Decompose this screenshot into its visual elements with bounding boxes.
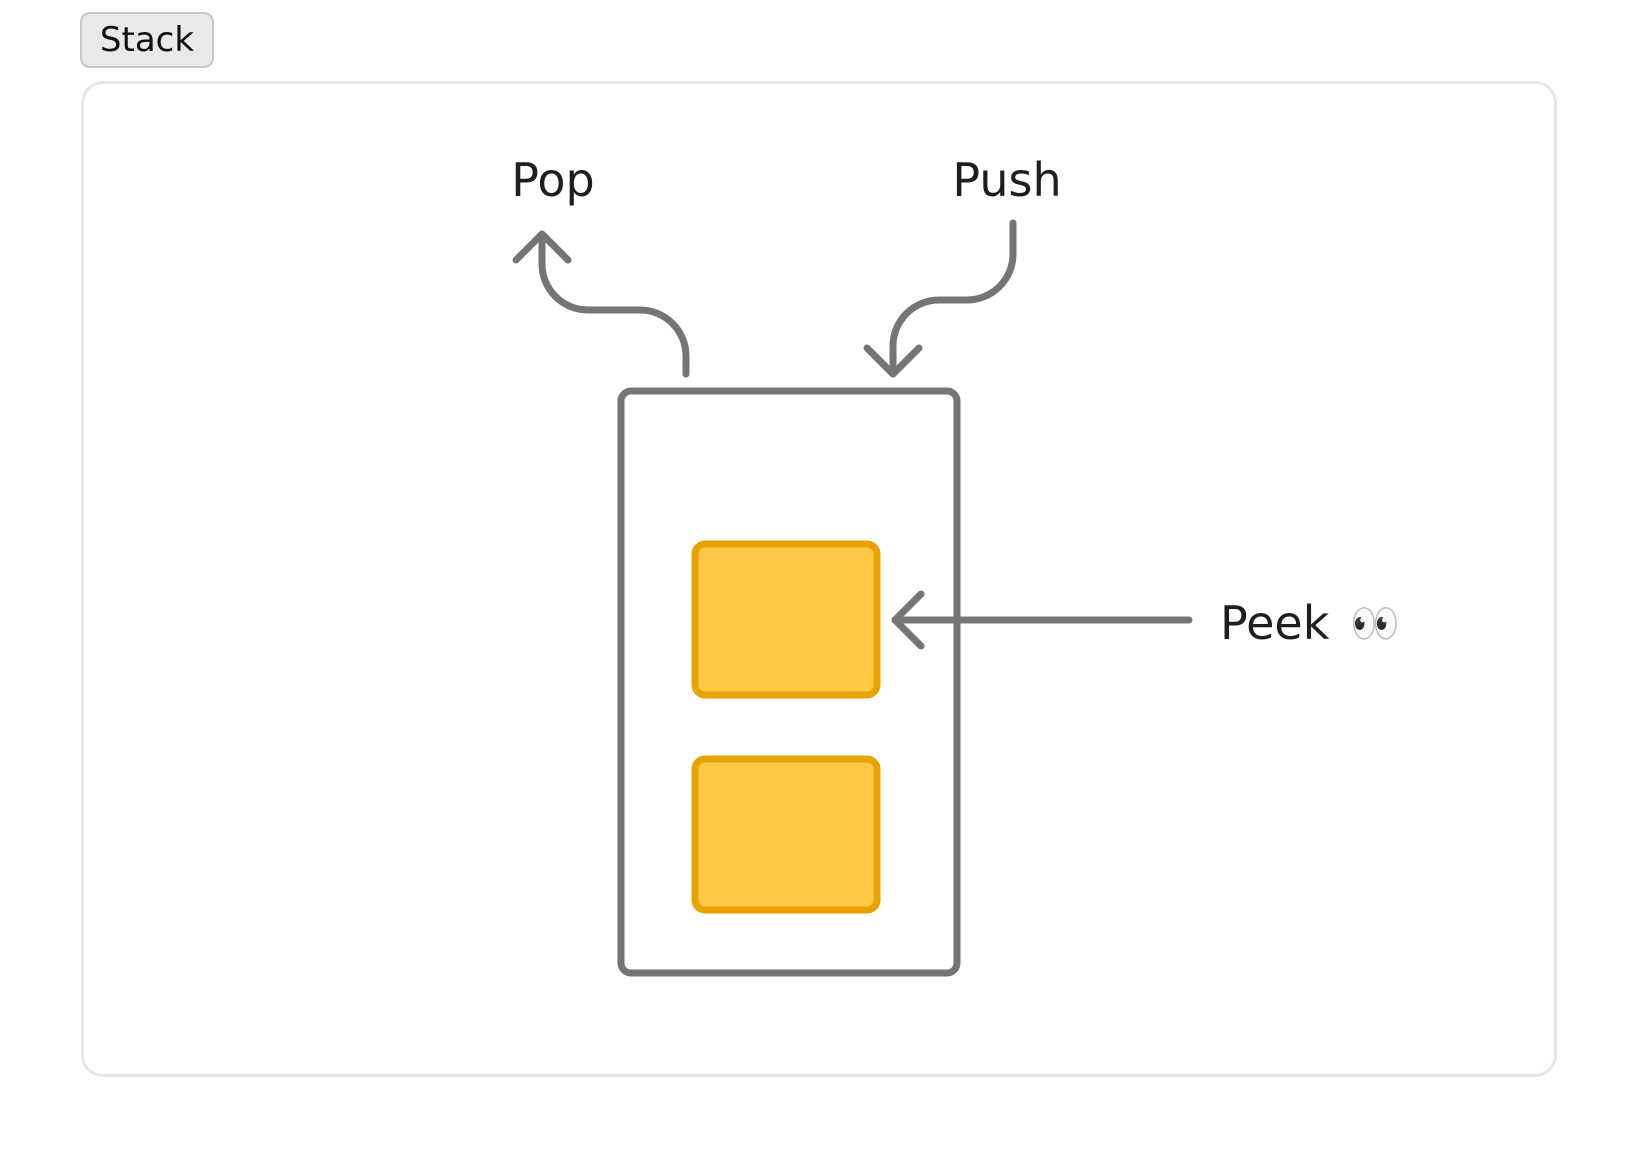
peek-arrow [891, 590, 1193, 650]
stack-container [617, 387, 961, 977]
stack-tab-button[interactable]: Stack [80, 12, 214, 68]
eyes-icon: 👀 [1350, 601, 1400, 647]
peek-label: Peek [1220, 596, 1330, 650]
push-label: Push [952, 153, 1061, 207]
pop-arrow [512, 230, 690, 378]
stack-diagram: Pop Push Peek 👀 [511, 153, 1400, 977]
pop-label: Pop [511, 153, 594, 207]
stack-item-bottom [691, 755, 881, 914]
push-arrow [863, 219, 1017, 378]
diagram-canvas: Pop Push Peek 👀 [81, 81, 1557, 1077]
stack-item-top [691, 540, 881, 699]
